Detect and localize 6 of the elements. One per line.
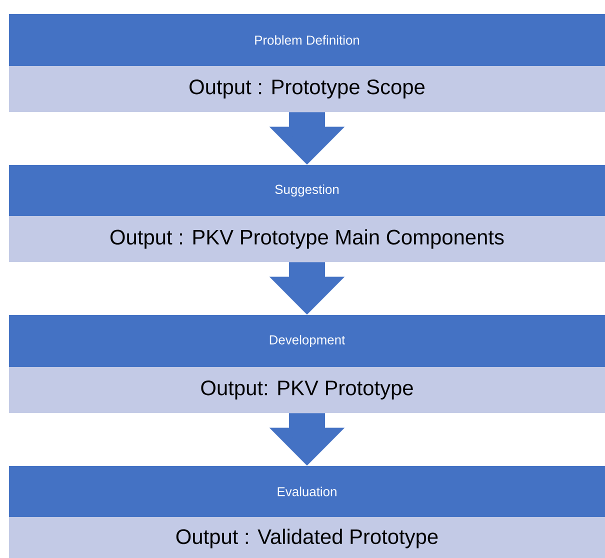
output-band: Output : Prototype Scope [9,66,605,112]
stage-header-band: Evaluation [9,466,605,517]
output-band: Output: PKV Prototype [9,366,605,413]
output-band: Output : PKV Prototype Main Components [9,216,605,262]
output-band: Output : Validated Prototype [9,516,605,558]
stage-header-band: Problem Definition [9,14,605,66]
